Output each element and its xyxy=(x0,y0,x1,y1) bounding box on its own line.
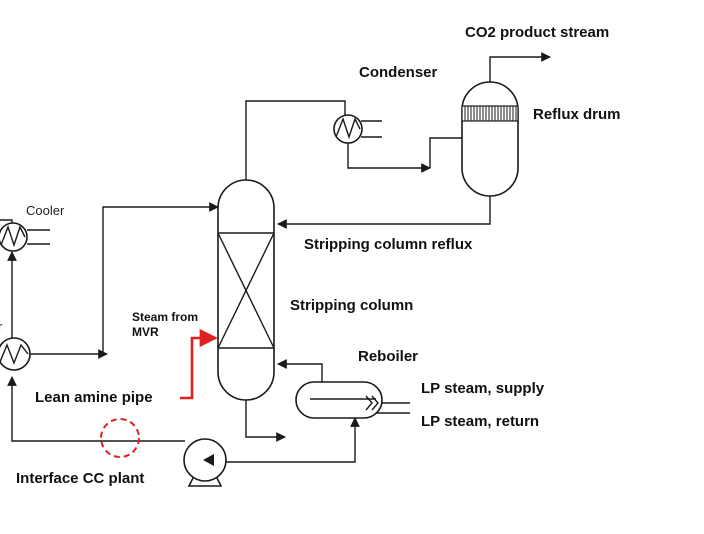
steam-from-mvr-label-line2: MVR xyxy=(132,325,159,339)
stripping-column-label: Stripping column xyxy=(290,297,413,314)
steam-from-mvr-line xyxy=(180,328,218,400)
column-feed-riser xyxy=(102,202,219,354)
reboiler-label: Reboiler xyxy=(358,348,418,365)
lean-amine-pipe-label: Lean amine pipe xyxy=(35,389,153,406)
co2-product-line xyxy=(489,52,551,84)
lp-steam-return-label: LP steam, return xyxy=(421,413,539,430)
reboiler-vapor-return xyxy=(277,359,323,382)
lean-amine-return-line xyxy=(7,376,185,442)
stripping-column-reflux-label: Stripping column reflux xyxy=(304,236,473,253)
condenser-to-drum-line xyxy=(429,137,462,168)
reflux-line xyxy=(277,196,491,229)
pump-icon xyxy=(183,438,227,487)
reflux-drum-label: Reflux drum xyxy=(533,106,621,123)
steam-from-mvr-label-line1: Steam from xyxy=(132,310,198,324)
interface-cc-plant-label: Interface CC plant xyxy=(16,470,144,487)
interface-marker-circle xyxy=(100,418,140,458)
lean-rich-exchanger-icon xyxy=(0,337,31,371)
condenser-heat-exchanger-icon xyxy=(333,114,363,144)
co2-product-stream-label: CO2 product stream xyxy=(465,24,609,41)
condenser-outlet-line xyxy=(347,143,431,173)
cooler-heat-exchanger-icon xyxy=(0,222,28,252)
overhead-vapor-line xyxy=(245,100,346,180)
reflux-drum xyxy=(461,81,519,197)
column-bottoms-line xyxy=(245,398,286,442)
cooler-label: Cooler xyxy=(26,203,65,218)
condenser-label: Condenser xyxy=(359,64,438,81)
lp-steam-supply-label: LP steam, supply xyxy=(421,380,545,397)
stripping-column xyxy=(217,179,275,401)
reboiler xyxy=(295,381,383,419)
reboiler-feed-line xyxy=(226,417,360,463)
left-edge-label-fragment: r xyxy=(0,319,3,334)
